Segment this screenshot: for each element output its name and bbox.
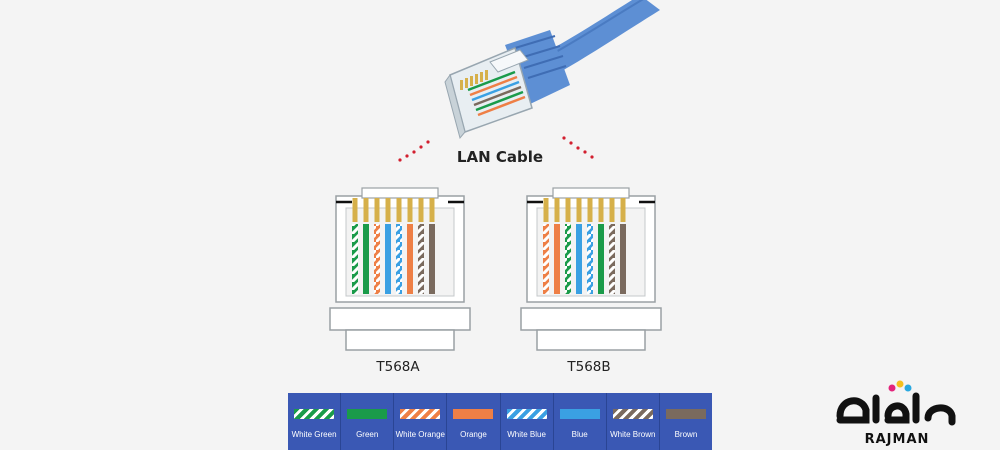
connector-label-t568a: T568A <box>376 359 420 375</box>
wire-white-brown <box>609 224 615 294</box>
legend-swatch <box>400 409 441 419</box>
wire-white-orange <box>374 224 380 294</box>
legend-item: White Orange <box>394 393 448 450</box>
gold-pin <box>543 198 549 222</box>
gold-pin <box>554 198 560 222</box>
legend-swatch <box>612 409 653 419</box>
legend-item: White Green <box>288 393 342 450</box>
wire-white-blue <box>587 224 593 294</box>
wire-brown <box>620 224 626 294</box>
connector-t568b <box>520 187 662 351</box>
gold-pin <box>576 198 582 222</box>
gold-pin <box>609 198 615 222</box>
legend-swatch <box>347 409 388 419</box>
gold-pin <box>587 198 593 222</box>
gold-pin <box>418 198 424 222</box>
wire-white-brown <box>418 224 424 294</box>
legend-label: White Brown <box>610 430 656 439</box>
legend-swatch <box>559 409 600 419</box>
gold-pin <box>363 198 369 222</box>
gold-pin <box>565 198 571 222</box>
gold-pin <box>620 198 626 222</box>
legend-label: White Green <box>291 430 337 439</box>
dotted-accent-left <box>398 140 430 162</box>
legend-item: Brown <box>660 393 712 450</box>
legend-label: White Orange <box>395 430 445 439</box>
wire-white-blue <box>396 224 402 294</box>
gold-pin <box>352 198 358 222</box>
gold-pin <box>396 198 402 222</box>
wire-blue <box>385 224 391 294</box>
wire-green <box>363 224 369 294</box>
wire-white-orange <box>543 224 549 294</box>
gold-pin <box>407 198 413 222</box>
wire-brown <box>429 224 435 294</box>
connector-label-t568b: T568B <box>567 359 611 375</box>
wire-white-green <box>565 224 571 294</box>
connector-t568a <box>329 187 471 351</box>
wire-white-green <box>352 224 358 294</box>
legend-label: Blue <box>571 430 588 439</box>
legend-label: Green <box>356 430 379 439</box>
wire-orange <box>554 224 560 294</box>
legend-swatch <box>506 409 547 419</box>
dotted-accent-right <box>562 136 594 159</box>
wire-blue <box>576 224 582 294</box>
legend-label: Orange <box>460 430 487 439</box>
legend-label: White Blue <box>507 430 546 439</box>
legend-item: Orange <box>447 393 501 450</box>
legend-swatch <box>665 409 706 419</box>
legend-item: White Blue <box>501 393 554 450</box>
lan-cable-plug-illustration <box>444 0 660 140</box>
wire-orange <box>407 224 413 294</box>
logo-wordmark: RAJMAN <box>865 432 930 447</box>
wire-green <box>598 224 604 294</box>
legend-item: Green <box>341 393 395 450</box>
wire-color-legend: White Green Green White Orange Orange White … <box>288 393 712 450</box>
legend-item: White Brown <box>607 393 660 450</box>
legend-label: Brown <box>674 430 698 439</box>
gold-pin <box>385 198 391 222</box>
diagram-title: LAN Cable <box>456 148 544 166</box>
legend-item: Blue <box>554 393 607 450</box>
gold-pin <box>374 198 380 222</box>
legend-swatch <box>453 409 494 419</box>
legend-swatch <box>294 409 335 419</box>
rajman-logo: RAJMAN <box>836 380 956 447</box>
gold-pin <box>429 198 435 222</box>
gold-pin <box>598 198 604 222</box>
